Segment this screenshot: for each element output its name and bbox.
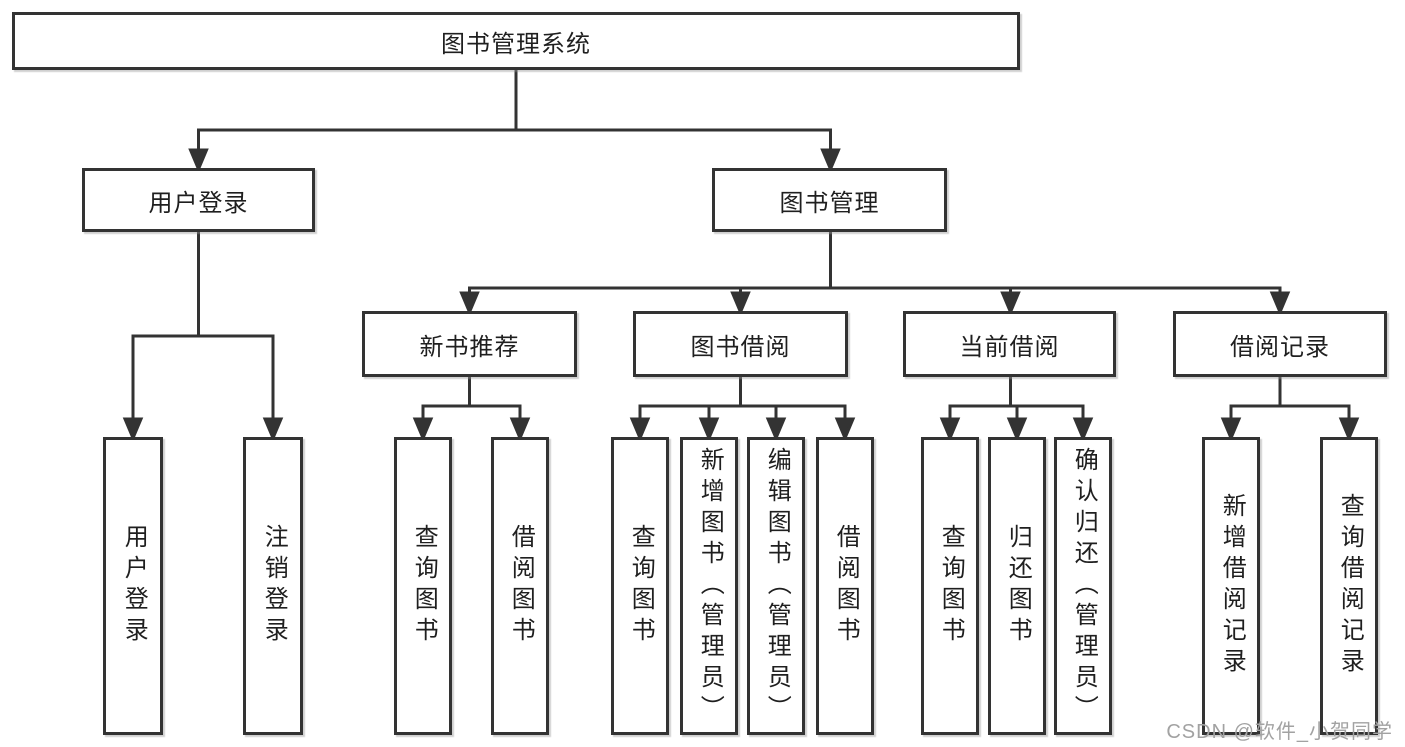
- node-book-borrow: 图书借阅: [633, 311, 848, 377]
- leaf-query-books-1-label: 查询图书: [410, 524, 438, 648]
- leaf-borrow-books-2-label: 借阅图书: [832, 524, 860, 648]
- leaf-query-books-3: 查询图书: [921, 437, 979, 735]
- leaf-query-borrow-record: 查询借阅记录: [1320, 437, 1378, 735]
- leaf-borrow-books-2: 借阅图书: [816, 437, 874, 735]
- node-new-book-recommend: 新书推荐: [362, 311, 577, 377]
- node-root-system: 图书管理系统: [12, 12, 1020, 70]
- connector-book-borrow-to-leaves: [629, 377, 856, 442]
- leaf-query-books-2-label: 查询图书: [627, 524, 655, 648]
- leaf-logout-label: 注销登录: [260, 524, 288, 648]
- leaf-user-login: 用户登录: [103, 437, 163, 735]
- node-user-login: 用户登录: [82, 168, 315, 232]
- leaf-query-books-2: 查询图书: [611, 437, 669, 735]
- leaf-add-borrow-record: 新增借阅记录: [1202, 437, 1260, 735]
- leaf-logout: 注销登录: [243, 437, 303, 735]
- node-user-login-label: 用户登录: [148, 189, 249, 217]
- node-borrow-records: 借阅记录: [1173, 311, 1387, 377]
- leaf-user-login-label: 用户登录: [120, 524, 148, 648]
- node-current-borrow-label: 当前借阅: [959, 333, 1060, 361]
- leaf-confirm-return-admin: 确认归还（管理员）: [1054, 437, 1112, 735]
- leaf-query-books-3-label: 查询图书: [937, 524, 965, 648]
- leaf-add-borrow-record-label: 新增借阅记录: [1218, 493, 1246, 679]
- node-new-book-recommend-label: 新书推荐: [419, 333, 520, 361]
- leaf-confirm-return-admin-label: 确认归还（管理员）: [1070, 446, 1098, 726]
- leaf-add-book-admin: 新增图书（管理员）: [680, 437, 738, 735]
- leaf-query-borrow-record-label: 查询借阅记录: [1336, 493, 1364, 679]
- node-current-borrow: 当前借阅: [903, 311, 1116, 377]
- node-borrow-records-label: 借阅记录: [1230, 333, 1330, 361]
- connector-user-login-to-leaves: [122, 232, 284, 442]
- leaf-borrow-books-1: 借阅图书: [491, 437, 549, 735]
- node-root-label: 图书管理系统: [441, 30, 591, 58]
- connector-root-to-level2: [188, 70, 841, 173]
- leaf-borrow-books-1-label: 借阅图书: [507, 524, 535, 648]
- leaf-query-books-1: 查询图书: [394, 437, 452, 735]
- node-book-management: 图书管理: [712, 168, 947, 232]
- leaf-edit-book-admin-label: 编辑图书（管理员）: [763, 446, 791, 726]
- node-book-management-label: 图书管理: [779, 189, 880, 217]
- leaf-edit-book-admin: 编辑图书（管理员）: [747, 437, 805, 735]
- connector-new-book-to-leaves: [412, 377, 531, 442]
- connector-current-borrow-to-leaves: [939, 377, 1094, 442]
- node-book-borrow-label: 图书借阅: [690, 333, 791, 361]
- connector-book-management-to-level3: [459, 232, 1291, 316]
- csdn-watermark: CSDN @软件_小贺同学: [1166, 721, 1393, 743]
- leaf-add-book-admin-label: 新增图书（管理员）: [696, 446, 724, 726]
- leaf-return-books-label: 归还图书: [1004, 524, 1032, 648]
- leaf-return-books: 归还图书: [988, 437, 1046, 735]
- connector-borrow-records-to-leaves: [1220, 377, 1360, 442]
